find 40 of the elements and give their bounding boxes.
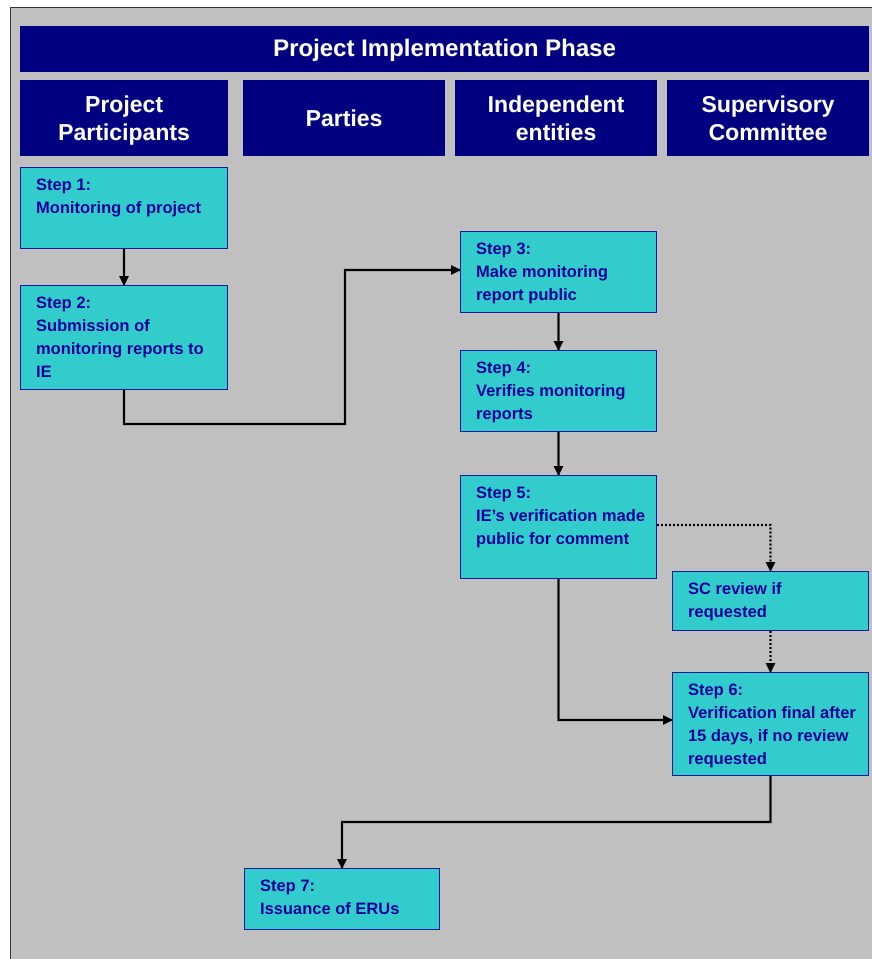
header-text: Parties (306, 104, 382, 132)
arrow (337, 776, 772, 869)
header-text: Independent entities (486, 90, 626, 146)
step-text: SC review if requested (688, 579, 783, 623)
title-banner: Project Implementation Phase (20, 26, 869, 72)
header-text: Supervisory Committee (700, 90, 836, 146)
step-text: Verification final after 15 days, if no review requested (688, 703, 857, 770)
step-text: Make monitoring report public (476, 262, 610, 306)
column-header (20, 80, 228, 156)
dotted-arrow (766, 631, 776, 673)
dotted-arrow (657, 524, 776, 572)
step-number: Step 7: (260, 876, 316, 897)
process-box (20, 285, 228, 390)
step-number: Step 1: (36, 175, 92, 196)
arrow (554, 432, 564, 476)
process-box (460, 231, 657, 313)
step-text: Monitoring of project (36, 198, 202, 219)
arrow (119, 249, 129, 286)
column-header (243, 80, 445, 156)
arrow (554, 313, 564, 351)
step-text: Submission of monitoring reports to IE (36, 316, 205, 383)
step-number: Step 3: (476, 239, 532, 260)
process-box (20, 167, 228, 249)
step-number: Step 4: (476, 358, 532, 379)
process-box (672, 672, 869, 776)
step-number: Step 6: (688, 680, 744, 701)
process-box (244, 868, 440, 930)
process-box (672, 571, 869, 631)
step-text: Verifies monitoring reports (476, 381, 626, 425)
column-header (667, 80, 869, 156)
process-box (460, 475, 657, 579)
process-box (460, 350, 657, 432)
arrow (557, 579, 673, 725)
header-text: Project Participants (57, 90, 191, 146)
arrow (122, 265, 461, 426)
step-text: Issuance of ERUs (260, 899, 400, 920)
step-text: IE’s verification made public for comment (476, 506, 646, 550)
column-header (455, 80, 657, 156)
step-number: Step 2: (36, 293, 92, 314)
step-number: Step 5: (476, 483, 532, 504)
